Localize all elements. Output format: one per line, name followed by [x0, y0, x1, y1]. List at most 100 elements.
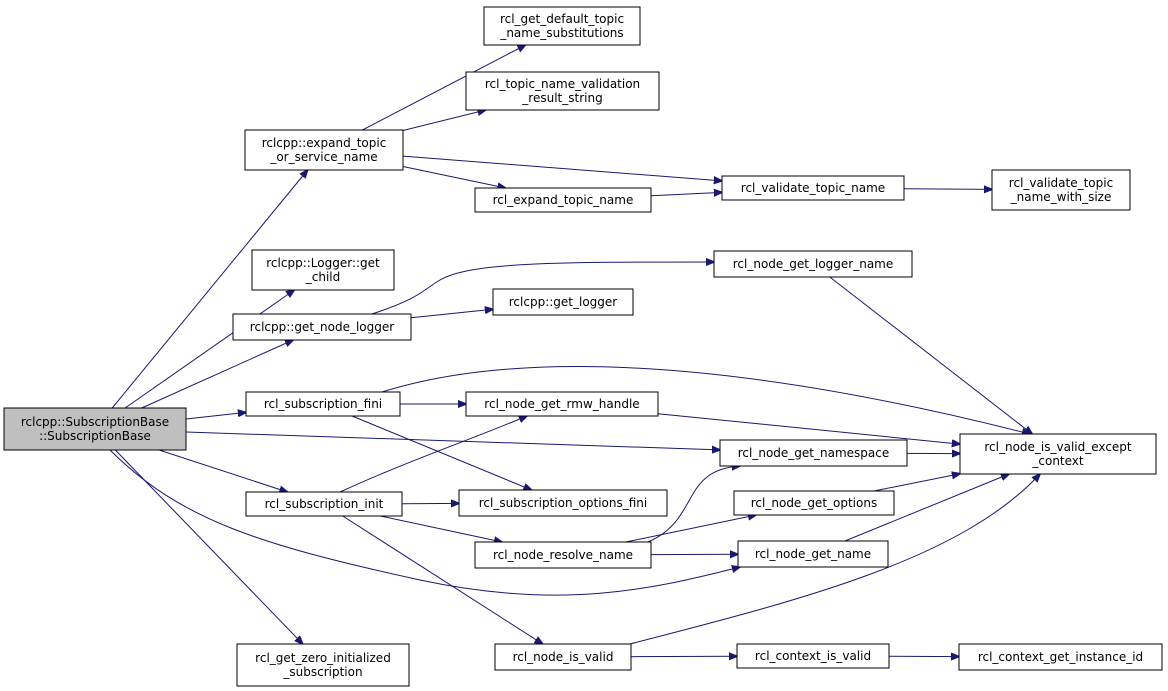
edge-root-to-node_get_namespace: [185, 431, 720, 450]
node-box: [737, 540, 889, 568]
node-box: [959, 433, 1157, 475]
node-box: [474, 541, 652, 569]
node-node_is_valid_except[interactable]: rcl_node_is_valid_except_context: [959, 433, 1157, 475]
node-label: rcl_expand_topic_name: [493, 193, 634, 207]
edge-subscription_fini-to-node_is_valid_except: [381, 366, 1030, 434]
node-subscription_fini[interactable]: rcl_subscription_fini: [245, 391, 401, 417]
node-subscription_init[interactable]: rcl_subscription_init: [245, 491, 403, 517]
node-label: ::SubscriptionBase: [39, 429, 151, 443]
node-node_get_name[interactable]: rcl_node_get_name: [737, 540, 889, 568]
node-sub_options_fini[interactable]: rcl_subscription_options_fini: [458, 489, 668, 517]
edge-node_resolve_name-to-node_get_namespace: [647, 466, 740, 543]
node-box: [991, 169, 1131, 211]
edge-root-to-get_node_logger: [141, 340, 293, 409]
node-box: [483, 6, 641, 46]
node-label: _or_service_name: [269, 150, 377, 164]
edge-node_get_name-to-node_is_valid_except: [844, 474, 1009, 542]
node-box: [721, 175, 905, 201]
node-expand_topic[interactable]: rclcpp::expand_topic_or_service_name: [244, 129, 404, 171]
node-label: rclcpp::SubscriptionBase: [21, 415, 169, 429]
node-box: [244, 129, 404, 171]
edge-expand_topic-to-expand_topic_name: [402, 166, 506, 189]
node-default_subs[interactable]: rcl_get_default_topic_name_substitutions: [483, 6, 641, 46]
node-box: [733, 490, 895, 516]
node-box: [492, 288, 634, 316]
node-label: _name_with_size: [1010, 190, 1112, 204]
edge-root-to-subscription_fini: [185, 412, 246, 420]
edge-root-to-logger_get_child: [124, 290, 294, 409]
nodes-layer: rclcpp::SubscriptionBase::SubscriptionBa…: [3, 6, 1163, 687]
node-label: rcl_validate_topic: [1009, 176, 1113, 190]
node-node_get_rmw_handle[interactable]: rcl_node_get_rmw_handle: [465, 391, 659, 417]
node-label: rcl_node_get_name: [755, 547, 871, 561]
edge-get_node_logger-to-node_get_logger_name: [371, 262, 714, 315]
node-context_is_valid[interactable]: rcl_context_is_valid: [736, 643, 890, 669]
node-node_is_valid[interactable]: rcl_node_is_valid: [494, 643, 632, 671]
edge-root-to-zero_init_sub: [114, 449, 302, 644]
edge-node_get_logger_name-to-node_is_valid_except: [829, 276, 1032, 434]
edge-root-to-expand_topic: [111, 170, 307, 409]
node-label: rcl_node_get_rmw_handle: [484, 397, 639, 411]
node-validate_topic_name[interactable]: rcl_validate_topic_name: [721, 175, 905, 201]
node-box: [713, 250, 913, 278]
node-label: rcl_node_resolve_name: [493, 548, 633, 562]
node-label: rcl_subscription_init: [265, 497, 384, 511]
edge-subscription_init-to-node_is_valid: [342, 515, 543, 644]
node-box: [232, 313, 412, 341]
node-node_get_namespace[interactable]: rcl_node_get_namespace: [719, 439, 908, 467]
node-box: [251, 249, 395, 291]
node-label: _result_string: [521, 91, 602, 105]
node-get_node_logger[interactable]: rclcpp::get_node_logger: [232, 313, 412, 341]
edge-subscription_fini-to-sub_options_fini: [351, 415, 531, 490]
node-label: rcl_topic_name_validation: [485, 77, 640, 91]
node-node_get_options[interactable]: rcl_node_get_options: [733, 490, 895, 516]
node-label: rcl_node_get_logger_name: [733, 257, 894, 271]
node-get_logger[interactable]: rclcpp::get_logger: [492, 288, 634, 316]
node-label: _subscription: [282, 665, 362, 679]
node-label: rclcpp::get_logger: [509, 295, 618, 309]
node-topic_validation[interactable]: rcl_topic_name_validation_result_string: [465, 71, 660, 111]
node-node_resolve_name[interactable]: rcl_node_resolve_name: [474, 541, 652, 569]
node-node_get_logger_name[interactable]: rcl_node_get_logger_name: [713, 250, 913, 278]
node-label: rcl_get_default_topic: [500, 12, 624, 26]
node-expand_topic_name[interactable]: rcl_expand_topic_name: [474, 187, 652, 213]
node-root[interactable]: rclcpp::SubscriptionBase::SubscriptionBa…: [3, 407, 187, 451]
node-label: rcl_subscription_options_fini: [479, 496, 648, 510]
node-label: rcl_context_is_valid: [755, 649, 871, 663]
node-context_instance_id[interactable]: rcl_context_get_instance_id: [958, 643, 1163, 671]
edge-get_node_logger-to-get_logger: [410, 309, 493, 319]
node-label: _child: [305, 270, 341, 284]
node-label: rclcpp::Logger::get: [266, 256, 380, 270]
node-label: rcl_node_is_valid: [513, 650, 614, 664]
node-label: _name_substitutions: [499, 26, 623, 40]
node-label: rcl_node_get_options: [751, 496, 877, 510]
edges-layer: [109, 45, 1040, 657]
node-label: rclcpp::expand_topic: [262, 136, 387, 150]
node-box: [236, 643, 410, 687]
node-box: [494, 643, 632, 671]
edge-subscription_init-to-node_resolve_name: [380, 515, 502, 542]
edge-expand_topic-to-validate_topic_name: [402, 155, 722, 181]
node-label: rcl_node_is_valid_except: [984, 440, 1132, 454]
node-box: [465, 71, 660, 111]
node-label: rcl_get_zero_initialized: [255, 651, 391, 665]
edge-validate_topic_name-to-validate_with_size: [903, 189, 992, 190]
node-label: rcl_context_get_instance_id: [978, 650, 1143, 664]
node-box: [958, 643, 1163, 671]
node-label: rcl_subscription_fini: [264, 397, 382, 411]
edge-expand_topic-to-default_subs: [362, 45, 525, 131]
node-box: [474, 187, 652, 213]
node-label: _context: [1031, 454, 1084, 468]
edge-expand_topic-to-topic_validation: [402, 110, 486, 131]
edge-expand_topic_name-to-validate_topic_name: [650, 192, 722, 195]
node-box: [3, 407, 187, 451]
node-box: [245, 391, 401, 417]
node-box: [719, 439, 908, 467]
node-box: [465, 391, 659, 417]
node-zero_init_sub[interactable]: rcl_get_zero_initialized_subscription: [236, 643, 410, 687]
edge-node_resolve_name-to-node_get_options: [625, 515, 756, 543]
node-logger_get_child[interactable]: rclcpp::Logger::get_child: [251, 249, 395, 291]
node-validate_with_size[interactable]: rcl_validate_topic_name_with_size: [991, 169, 1131, 211]
edge-subscription_init-to-node_get_rmw_handle: [339, 416, 527, 493]
